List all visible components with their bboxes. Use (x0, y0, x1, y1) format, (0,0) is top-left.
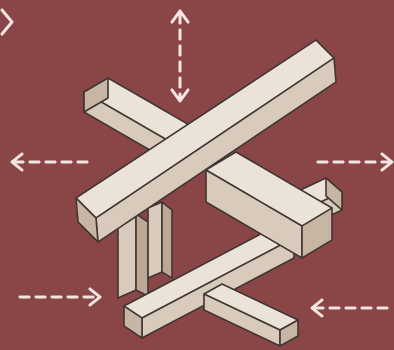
beam-bottom-right[interactable] (203, 283, 299, 347)
push-right-arrow-icon[interactable] (18, 287, 102, 307)
beam-upper-left[interactable] (83, 77, 199, 165)
chevron-right-icon[interactable] (0, 8, 14, 36)
beam-vertical-post-center[interactable] (147, 201, 173, 279)
arrow-right-icon[interactable] (316, 152, 394, 172)
beam-vertical-post-left[interactable] (117, 213, 149, 299)
beam-long-diagonal[interactable] (75, 39, 337, 243)
puzzle-beams (75, 39, 343, 347)
arrow-left-icon[interactable] (10, 152, 94, 172)
push-left-arrow-icon[interactable] (310, 298, 394, 318)
arrow-up-down-icon[interactable] (170, 9, 190, 103)
beam-middle-right[interactable] (205, 151, 333, 259)
